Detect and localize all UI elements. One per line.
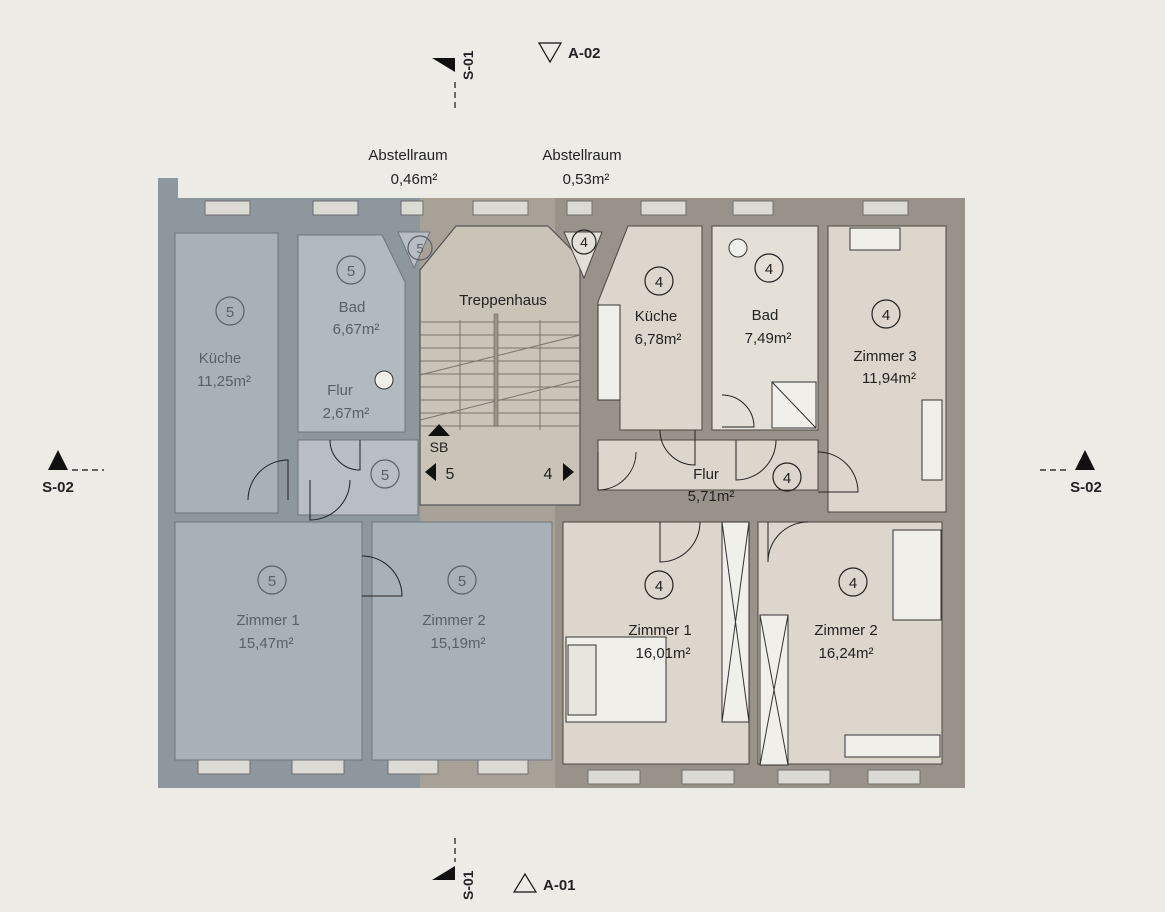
view-label: A-01 <box>543 877 576 894</box>
section-arrow-icon <box>432 866 455 880</box>
room-name: Bad <box>339 299 366 316</box>
stair-title: Treppenhaus <box>459 292 547 309</box>
storage-area: 0,53m² <box>563 171 610 188</box>
room-flur-4 <box>597 439 819 491</box>
room-area: 6,78m² <box>635 331 682 348</box>
windows <box>197 200 921 785</box>
markers <box>48 42 1095 893</box>
furniture <box>374 227 943 766</box>
room-name: Bad <box>752 307 779 324</box>
section-arrow-icon <box>1075 450 1095 470</box>
storage-name: Abstellraum <box>542 147 621 164</box>
desk-zimmer2 <box>844 734 941 758</box>
room-flur-5 <box>297 439 419 516</box>
storage-labels: Abstellraum 0,46m² Abstellraum 0,53m² <box>368 147 621 188</box>
room-name: Zimmer 1 <box>628 622 691 639</box>
unit-number: 4 <box>655 578 663 595</box>
section-arrow-icon <box>432 58 455 72</box>
unit-4-labels: 4 4 4 4 4 4 4 Küche 6,78m² Bad 7,49m² Zi… <box>580 234 917 662</box>
room-zimmer1-5 <box>174 521 363 761</box>
room-area: 16,24m² <box>818 645 873 662</box>
sb-arrow-icon <box>428 424 450 436</box>
unit-number: 4 <box>765 261 773 278</box>
room-area: 15,19m² <box>430 635 485 652</box>
unit-5-labels: 5 5 5 5 5 5 Küche 11,25m² Bad 6,67m² Flu… <box>197 241 486 652</box>
desk-zimmer3 <box>849 227 901 251</box>
unit-number: 4 <box>783 470 791 487</box>
section-arrow-icon <box>48 450 68 470</box>
room-name: Flur <box>693 466 719 483</box>
arrow-left-icon <box>425 463 436 481</box>
room-name: Flur <box>327 382 353 399</box>
section-label: S-02 <box>1070 479 1102 496</box>
room-area: 11,25m² <box>197 373 251 390</box>
unit-number: 5 <box>381 467 389 484</box>
unit-badges <box>215 229 901 600</box>
stair-labels: Treppenhaus SB 5 4 <box>430 292 553 483</box>
view-triangle-icon <box>512 872 538 893</box>
storage-area: 0,46m² <box>391 171 438 188</box>
stair-sb: SB <box>430 439 449 455</box>
room-area: 7,49m² <box>745 330 792 347</box>
counter-kueche <box>597 304 621 401</box>
room-area: 6,67m² <box>333 321 380 338</box>
room-name: Küche <box>635 308 678 325</box>
unit-number: 5 <box>458 573 466 590</box>
view-triangle-icon <box>537 42 563 64</box>
room-area: 16,01m² <box>635 645 690 662</box>
bed-zimmer2 <box>892 529 942 621</box>
section-label: S-01 <box>460 50 476 80</box>
room-name: Zimmer 3 <box>853 348 916 365</box>
room-name: Küche <box>199 350 242 367</box>
storage-shaft-4 <box>563 231 603 280</box>
unit-number: 5 <box>347 263 355 280</box>
unit-number: 5 <box>416 241 423 256</box>
room-zimmer2-5 <box>371 521 553 761</box>
stair-unit-left: 5 <box>446 466 455 483</box>
unit-number: 5 <box>268 573 276 590</box>
staircase <box>419 225 581 506</box>
room-area: 5,71m² <box>688 488 735 505</box>
unit-number: 5 <box>226 304 234 321</box>
storage-name: Abstellraum <box>368 147 447 164</box>
toilet-bad-5 <box>374 370 394 390</box>
unit-number: 4 <box>580 234 588 250</box>
room-name: Zimmer 2 <box>422 612 485 629</box>
room-name: Zimmer 1 <box>236 612 299 629</box>
arrow-right-icon <box>563 463 574 481</box>
toilet-bad-4 <box>728 238 748 258</box>
shelf-zimmer3 <box>921 399 943 481</box>
view-label: A-02 <box>568 45 601 62</box>
marker-labels: S-01 S-01 S-02 S-02 A-02 A-01 <box>42 45 1102 900</box>
section-label: S-02 <box>42 479 74 496</box>
storage-shaft-5 <box>397 231 431 270</box>
stair-unit-right: 4 <box>544 466 553 483</box>
section-label: S-01 <box>460 870 476 900</box>
room-name: Zimmer 2 <box>814 622 877 639</box>
unit-number: 4 <box>849 575 857 592</box>
doors <box>247 394 859 597</box>
unit-number: 4 <box>655 274 663 291</box>
unit-number: 4 <box>882 307 890 324</box>
room-area: 11,94m² <box>862 370 916 387</box>
room-kueche-5 <box>174 232 279 514</box>
room-area: 15,47m² <box>238 635 293 652</box>
room-area: 2,67m² <box>323 405 370 422</box>
